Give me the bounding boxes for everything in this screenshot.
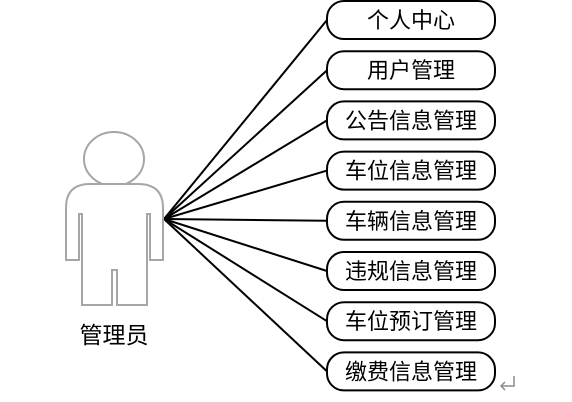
- function-list: 个人中心用户管理公告信息管理车位信息管理车辆信息管理违规信息管理车位预订管理缴费…: [326, 0, 496, 392]
- function-node: 缴费信息管理: [326, 351, 496, 392]
- function-box: [326, 100, 496, 141]
- connector-line: [163, 19, 328, 220]
- function-label: 缴费信息管理: [345, 360, 477, 385]
- function-box: [326, 150, 496, 191]
- function-node: 车位预订管理: [326, 301, 496, 342]
- paragraph-return-icon: [499, 376, 515, 391]
- function-box: [326, 251, 496, 291]
- function-box: [326, 301, 496, 342]
- function-label: 违规信息管理: [345, 260, 477, 285]
- connector-lines: [163, 19, 328, 373]
- function-box: [326, 0, 496, 40]
- function-label: 车位预订管理: [345, 310, 477, 335]
- function-box: [326, 200, 496, 241]
- function-label: 车辆信息管理: [345, 210, 477, 235]
- connector-line: [163, 69, 328, 220]
- function-box: [326, 50, 496, 91]
- connector-line: [163, 218, 328, 222]
- connector-line: [163, 119, 328, 220]
- function-node: 车位信息管理: [326, 150, 496, 191]
- person-outline-icon: [65, 183, 164, 306]
- connector-line: [163, 169, 328, 220]
- function-node: 公告信息管理: [326, 100, 496, 141]
- actor-administrator: 管理员: [65, 131, 164, 349]
- connector-line: [163, 218, 328, 373]
- actor-head: [83, 131, 145, 187]
- function-node: 个人中心: [326, 0, 496, 40]
- function-node: 用户管理: [326, 50, 496, 91]
- function-box: [326, 351, 496, 392]
- connector-line: [163, 218, 328, 272]
- connector-line: [163, 218, 328, 323]
- function-node: 车辆信息管理: [326, 200, 496, 241]
- function-node: 违规信息管理: [326, 251, 496, 291]
- function-label: 用户管理: [367, 59, 455, 84]
- function-label: 公告信息管理: [345, 109, 477, 134]
- actor-label: 管理员: [80, 323, 149, 349]
- function-label: 个人中心: [367, 9, 455, 34]
- function-label: 车位信息管理: [345, 160, 477, 185]
